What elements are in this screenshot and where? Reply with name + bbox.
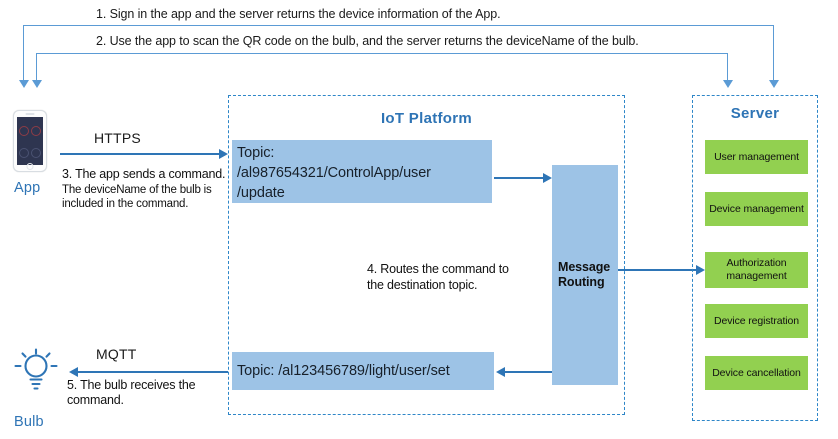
step-1-text: 1. Sign in the app and the server return… [96, 7, 501, 21]
routing-to-topic-arrow-head [496, 367, 505, 377]
mqtt-arrow-line [78, 371, 228, 374]
dial-widget-2 [31, 125, 42, 136]
step-2-connector-horizontal [36, 53, 728, 55]
smartphone-icon [13, 110, 47, 172]
topic-to-routing-arrow-head [543, 173, 552, 183]
server-module-label: Authorization management [726, 257, 787, 282]
mqtt-protocol-label: MQTT [96, 346, 137, 362]
topic-to-routing-arrow-line [494, 177, 544, 180]
lightbulb-icon [10, 348, 62, 399]
dial-widget-3 [18, 148, 29, 159]
app-label: App [14, 180, 41, 196]
message-routing-line-2: Routing [558, 275, 605, 289]
message-routing-block: Message Routing [552, 165, 618, 385]
server-container [692, 95, 818, 421]
https-arrow-head [219, 149, 228, 159]
server-module-label: Device management [709, 202, 804, 215]
step-3-note-line-1: 3. The app sends a command. [62, 167, 226, 181]
server-module-label: Device cancellation [712, 366, 801, 379]
topic-light-line-1: Topic: /al123456789/light/user/set [237, 362, 450, 379]
lightbulb-svg [14, 348, 58, 390]
topic-app-line-2: /al987654321/ControlApp/user [237, 165, 431, 181]
step-2-arrow-to-app [32, 80, 42, 88]
step-2-connector-left-vertical [36, 53, 38, 82]
dial-widget-4 [31, 148, 42, 159]
step-2-text: 2. Use the app to scan the QR code on th… [96, 34, 639, 48]
server-module-authorization-management[interactable]: Authorization management [705, 252, 808, 288]
step-4-note-line-2: the destination topic. [367, 278, 478, 292]
step-3-note-line-3: included in the command. [62, 198, 189, 210]
topic-app-line-1: Topic: [237, 145, 275, 161]
bulb-label: Bulb [14, 414, 44, 430]
phone-home-button [26, 163, 34, 170]
step-1-connector-right-vertical [773, 25, 775, 82]
mqtt-arrow-head [69, 367, 78, 377]
topic-box-control-app: Topic: /al987654321/ControlApp/user /upd… [232, 140, 492, 203]
step-1-connector-left-vertical [23, 25, 25, 82]
iot-platform-container [228, 95, 625, 415]
step-1-connector-horizontal [23, 25, 774, 27]
message-routing-line-1: Message [558, 260, 611, 274]
https-arrow-line [60, 153, 220, 156]
server-title: Server [730, 105, 780, 122]
topic-box-light: Topic: /al123456789/light/user/set [232, 352, 494, 390]
server-module-user-management[interactable]: User management [705, 140, 808, 174]
step-2-arrow-to-server [723, 80, 733, 88]
iot-platform-title: IoT Platform [380, 110, 473, 127]
step-4-note-line-1: 4. Routes the command to [367, 262, 509, 276]
server-module-label: Device registration [713, 314, 800, 327]
server-module-device-management[interactable]: Device management [705, 192, 808, 226]
routing-to-server-arrow-line [618, 269, 698, 272]
server-module-label: User management [714, 150, 799, 163]
step-5-note-line-2: command. [67, 393, 124, 407]
phone-screen [17, 117, 43, 165]
server-module-device-registration[interactable]: Device registration [705, 304, 808, 338]
step-5-note-line-1: 5. The bulb receives the [67, 378, 196, 392]
dial-widget-1 [18, 125, 29, 136]
phone-speaker [25, 113, 35, 115]
step-1-arrow-to-server [769, 80, 779, 88]
step-3-note-line-2: The deviceName of the bulb is [62, 184, 212, 196]
step-1-arrow-to-app [19, 80, 29, 88]
routing-to-server-arrow-head [696, 265, 705, 275]
step-2-connector-right-vertical [727, 53, 729, 82]
topic-app-line-3: /update [237, 185, 285, 201]
app-device-group [13, 110, 47, 172]
https-protocol-label: HTTPS [94, 130, 141, 146]
server-module-device-cancellation[interactable]: Device cancellation [705, 356, 808, 390]
routing-to-topic-arrow-line [504, 371, 552, 374]
